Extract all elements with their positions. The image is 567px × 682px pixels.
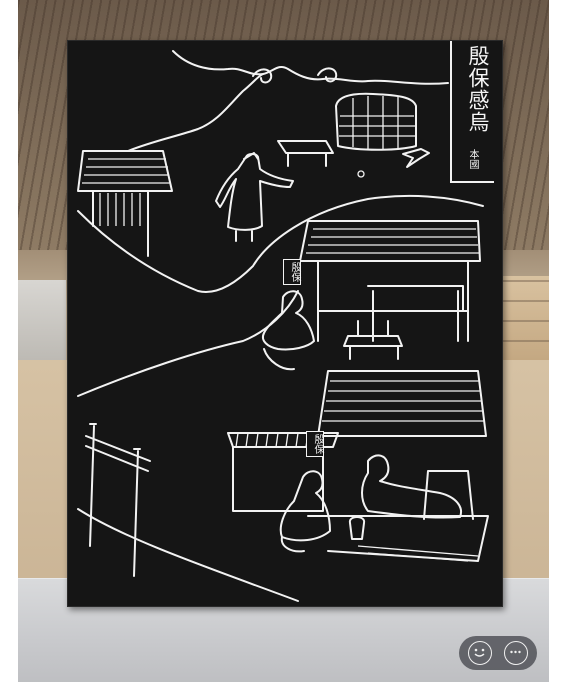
title-frame: [450, 41, 494, 183]
stele-title: 殷保感烏: [466, 45, 490, 133]
cloud-line: [172, 50, 449, 85]
side-shed: [227, 432, 339, 448]
offering-table: [277, 140, 334, 167]
engraving-illustration: [77, 50, 489, 602]
loom: [367, 285, 464, 342]
red-gate-posts: [85, 425, 151, 577]
official-figure: [215, 153, 294, 231]
kneeling-figure-upper: [262, 290, 315, 351]
mountain-ridge: [127, 73, 264, 152]
lower-house-roof: [317, 370, 487, 437]
cloud-swirl: [252, 68, 273, 84]
granary: [335, 92, 417, 151]
left-wall: [18, 280, 66, 360]
hill-line: [77, 194, 484, 293]
engraved-stele: 殷保感烏 本國 殷保 殷保: [67, 40, 503, 607]
cloud-swirl: [317, 67, 338, 83]
chat-bubble-icon[interactable]: [504, 641, 528, 665]
stone-wall: [498, 276, 549, 360]
reclining-elder: [361, 454, 462, 519]
crow: [402, 148, 430, 168]
overlay-button-group: [459, 636, 537, 670]
figure-label-lower: 殷保: [306, 431, 324, 457]
low-table: [343, 335, 403, 360]
smiley-icon[interactable]: [468, 641, 492, 665]
figure-label-upper: 殷保: [283, 259, 301, 285]
kneeling-figure-lower: [279, 470, 331, 542]
pot: [348, 516, 366, 540]
middle-house-roof: [299, 220, 481, 262]
left-hut: [77, 150, 173, 192]
ground-slope: [77, 508, 299, 602]
stele-subtitle: 本國: [467, 149, 478, 169]
